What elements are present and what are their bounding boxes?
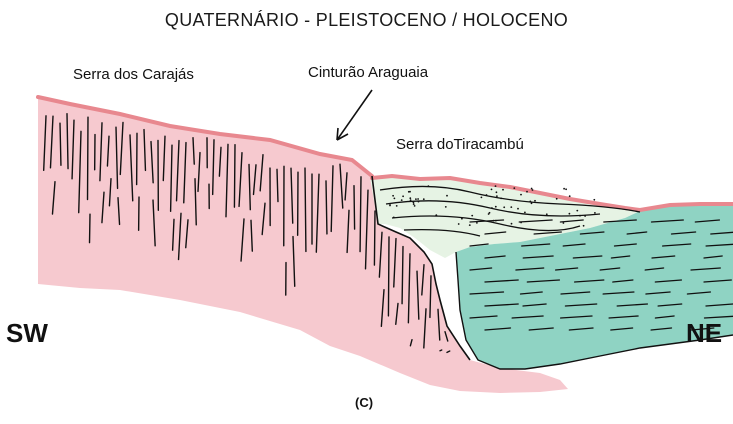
label-serra-carajas: Serra dos Carajás <box>73 66 194 83</box>
sediment-dot <box>428 185 430 187</box>
sediment-dot <box>584 215 586 217</box>
sediment-dot <box>488 213 490 215</box>
sediment-dot <box>510 206 512 208</box>
sediment-dot <box>495 206 497 208</box>
foliation-stroke <box>360 177 361 252</box>
sediment-dot <box>503 206 505 208</box>
foliation-stroke <box>374 211 375 265</box>
sediment-dot <box>396 205 398 207</box>
foliation-stroke <box>354 186 355 229</box>
sediment-dot <box>569 195 571 197</box>
foliation-stroke <box>234 145 235 207</box>
sediment-dot <box>418 201 420 203</box>
sediment-dot <box>500 198 502 200</box>
sediment-dot <box>417 198 419 200</box>
sediment-dot <box>413 202 415 204</box>
sediment-dot <box>532 189 534 191</box>
foliation-stroke <box>277 169 278 201</box>
sediment-dot <box>409 197 411 199</box>
figure-tag: (C) <box>355 395 373 410</box>
sediment-dot <box>415 198 417 200</box>
sediment-dot <box>556 198 558 200</box>
sediment-dot <box>534 200 536 202</box>
sediment-dot <box>583 225 585 227</box>
sediment-dot <box>531 202 533 204</box>
label-ne: NE <box>686 318 722 349</box>
sediment-dot <box>413 203 415 205</box>
sediment-dot <box>524 212 526 214</box>
foliation-stroke <box>305 168 306 251</box>
sediment-dot <box>446 195 448 197</box>
sediment-dot <box>414 205 416 207</box>
sediment-dot <box>389 203 391 205</box>
sediment-dot <box>495 185 497 187</box>
sediment-dot <box>563 188 565 190</box>
sediment-dot <box>401 199 403 201</box>
sediment-dot <box>408 191 410 193</box>
sediment-dot <box>392 195 394 197</box>
sediment-dot <box>569 213 571 215</box>
sediment-dot <box>393 217 395 219</box>
sediment-dot <box>526 191 528 193</box>
sediment-dot <box>496 191 498 193</box>
diagram-title: QUATERNÁRIO - PLEISTOCENO / HOLOCENO <box>0 10 733 31</box>
foliation-stroke <box>388 237 389 316</box>
sediment-dot <box>546 213 548 215</box>
foliation-stroke <box>440 350 442 351</box>
sediment-dot <box>520 194 522 196</box>
sediment-dot <box>579 215 581 217</box>
foliation-stroke <box>60 123 61 165</box>
sediment-dot <box>513 187 515 189</box>
sediment-dot <box>435 214 437 216</box>
sediment-dot <box>410 199 412 201</box>
label-serra-tiracambu: Serra doTiracambú <box>396 136 524 153</box>
sediment-dot <box>423 198 425 200</box>
sediment-dot <box>529 201 531 203</box>
label-sw: SW <box>6 318 48 349</box>
sediment-dot <box>576 210 578 212</box>
sediment-dot <box>517 208 519 210</box>
foliation-stroke <box>402 247 403 304</box>
sediment-dot <box>511 223 513 225</box>
sediment-dot <box>496 195 498 197</box>
sediment-dot <box>502 189 504 191</box>
sediment-dot <box>402 195 404 197</box>
sediment-dot <box>565 188 567 190</box>
sediment-dot <box>461 218 463 220</box>
sediment-dot <box>491 207 493 209</box>
sediment-dot <box>469 224 471 226</box>
sediment-dot <box>481 197 483 199</box>
sediment-dot <box>594 212 596 214</box>
sediment-dot <box>458 223 460 225</box>
label-cinturao-araguaia: Cinturão Araguaia <box>308 64 428 81</box>
araguaia-arrow <box>337 90 372 140</box>
sediment-dot <box>445 206 447 208</box>
sediment-dot <box>471 215 473 217</box>
sediment-dot <box>394 198 396 200</box>
foliation-stroke <box>326 181 327 234</box>
sediment-dot <box>491 189 493 191</box>
sediment-dot <box>486 194 488 196</box>
sediment-dot <box>593 199 595 201</box>
sediment-dot <box>531 188 533 190</box>
